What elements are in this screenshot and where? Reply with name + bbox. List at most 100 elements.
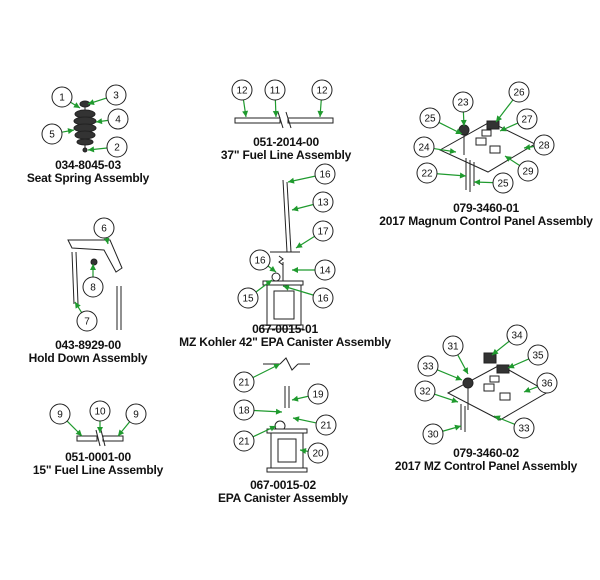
callout-number: 29 [522, 167, 534, 178]
callout-balloon [315, 414, 337, 436]
callout-number: 16 [254, 256, 266, 267]
callout-number: 21 [238, 437, 250, 448]
callout-number: 36 [541, 379, 553, 390]
callout: 31 [442, 335, 469, 375]
callout-balloon [413, 136, 435, 158]
callout: 7 [74, 301, 98, 332]
callout-balloon [82, 276, 104, 298]
callout: 18 [233, 399, 283, 421]
callout-number: 13 [317, 198, 329, 209]
callout-balloon [314, 163, 336, 185]
arrowhead [449, 148, 456, 155]
callout-balloon [533, 134, 555, 156]
callout-balloon [76, 310, 98, 332]
arrowhead [451, 397, 458, 403]
callout: 32 [414, 380, 459, 403]
callout-number: 9 [133, 410, 139, 421]
callout-number: 24 [418, 143, 430, 154]
callout: 33 [493, 415, 535, 439]
callout-number: 22 [421, 169, 433, 180]
callout-number: 1 [59, 93, 65, 104]
callout-number: 25 [497, 179, 509, 190]
part-number: 051-2014-00 [253, 135, 319, 149]
arrowhead [317, 110, 324, 117]
arrowhead [496, 115, 503, 122]
callout-number: 7 [84, 317, 90, 328]
arrowhead [296, 242, 303, 248]
callout: 30 [422, 423, 462, 445]
callout: 14 [292, 259, 336, 281]
callout-number: 17 [317, 227, 329, 238]
callout-number: 11 [270, 86, 281, 97]
callout-number: 34 [511, 331, 523, 342]
callout-balloon [492, 172, 514, 194]
callout: 27 [499, 108, 538, 132]
arrowhead [67, 128, 74, 135]
callout-balloon [107, 108, 129, 130]
arrowhead [118, 429, 125, 436]
assembly-title: EPA Canister Assembly [217, 491, 349, 505]
callout-number: 12 [236, 86, 248, 97]
callout: 26 [495, 81, 530, 123]
assembly-label: 034-8045-03 Seat Spring Assembly [27, 159, 149, 185]
assembly-title: MZ Kohler 42" EPA Canister Assembly [179, 335, 391, 349]
callout: 5 [41, 123, 75, 145]
callout: 16 [282, 284, 334, 309]
callout-balloon [105, 84, 127, 106]
assembly-label: 051-0001-00 15" Fuel Line Assembly [33, 451, 163, 477]
callout-number: 35 [532, 351, 544, 362]
arrowhead [288, 177, 295, 184]
part-number: 043-8929-00 [55, 338, 121, 352]
callout-balloon [89, 400, 111, 422]
callout-balloon [237, 287, 259, 309]
assembly-title: 15" Fuel Line Assembly [32, 463, 164, 477]
arrowhead [96, 118, 103, 125]
assembly-title: 2017 MZ Control Panel Assembly [394, 459, 578, 473]
callout-number: 5 [49, 130, 55, 141]
arrowhead [492, 348, 499, 355]
callout-balloon [527, 344, 549, 366]
callout: 34 [491, 324, 528, 356]
arrowhead [292, 267, 298, 273]
part-number: 067-0015-01 [252, 322, 318, 336]
arrowhead [460, 119, 467, 126]
callout: 25 [473, 172, 514, 194]
arrowhead [97, 427, 103, 433]
callout-balloon [93, 217, 115, 239]
callout: 21 [292, 414, 337, 436]
arrowhead [272, 110, 279, 117]
callout-number: 14 [319, 266, 331, 277]
arrowhead [505, 156, 512, 162]
callout-number: 26 [513, 88, 525, 99]
arrowhead [462, 367, 468, 374]
callout-number: 9 [57, 410, 63, 421]
arrowhead [455, 128, 462, 134]
arrowhead [292, 395, 299, 402]
callout-number: 18 [238, 406, 250, 417]
callout: 6 [93, 217, 115, 245]
callout: 21 [233, 425, 277, 452]
callout: 11 [264, 79, 286, 118]
callout: 2 [87, 136, 128, 158]
callout: 29 [504, 155, 539, 182]
callout-balloon [452, 91, 474, 113]
callout: 16 [287, 163, 336, 185]
callout-balloon [419, 107, 441, 129]
canister-epa-drawing [263, 357, 310, 473]
assembly-title: 2017 Magnum Control Panel Assembly [379, 214, 593, 228]
callout-balloon [264, 79, 286, 101]
callout-balloon [513, 417, 535, 439]
callout-balloon [422, 423, 444, 445]
callout-number: 2 [114, 143, 120, 154]
callout-number: 8 [90, 283, 96, 294]
callout: 28 [523, 134, 555, 156]
arrowhead [75, 429, 82, 436]
assembly-title: Seat Spring Assembly [26, 171, 150, 185]
part-number: 051-0001-00 [65, 450, 131, 464]
arrowhead [524, 144, 531, 151]
arrowhead [455, 374, 462, 381]
arrowhead [73, 102, 80, 108]
callout-balloon [125, 403, 147, 425]
callout-number: 31 [447, 342, 459, 353]
